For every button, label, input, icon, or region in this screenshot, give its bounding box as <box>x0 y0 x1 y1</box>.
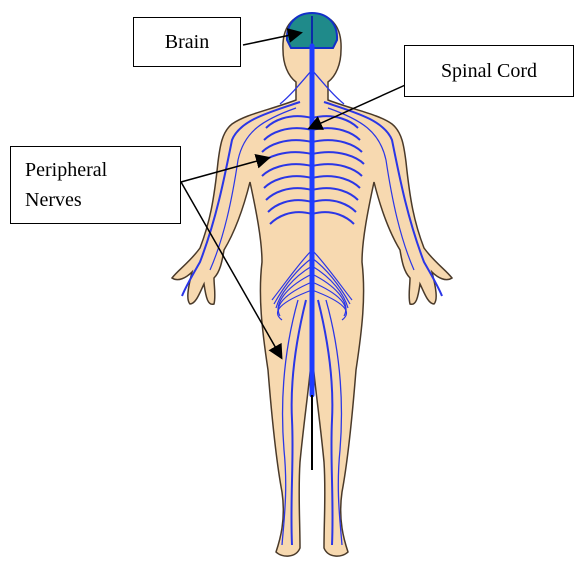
spinal-cord-label-text: Spinal Cord <box>441 60 537 83</box>
brain-label-text: Brain <box>165 31 209 54</box>
peripheral-label-line2: Nerves <box>25 185 180 215</box>
brain-shape <box>287 13 337 48</box>
peripheral-label-line1: Peripheral <box>25 155 180 185</box>
peripheral-nerves-label: Peripheral Nerves <box>10 146 181 224</box>
spinal-cord-label: Spinal Cord <box>404 45 574 97</box>
brain-label: Brain <box>133 17 241 67</box>
